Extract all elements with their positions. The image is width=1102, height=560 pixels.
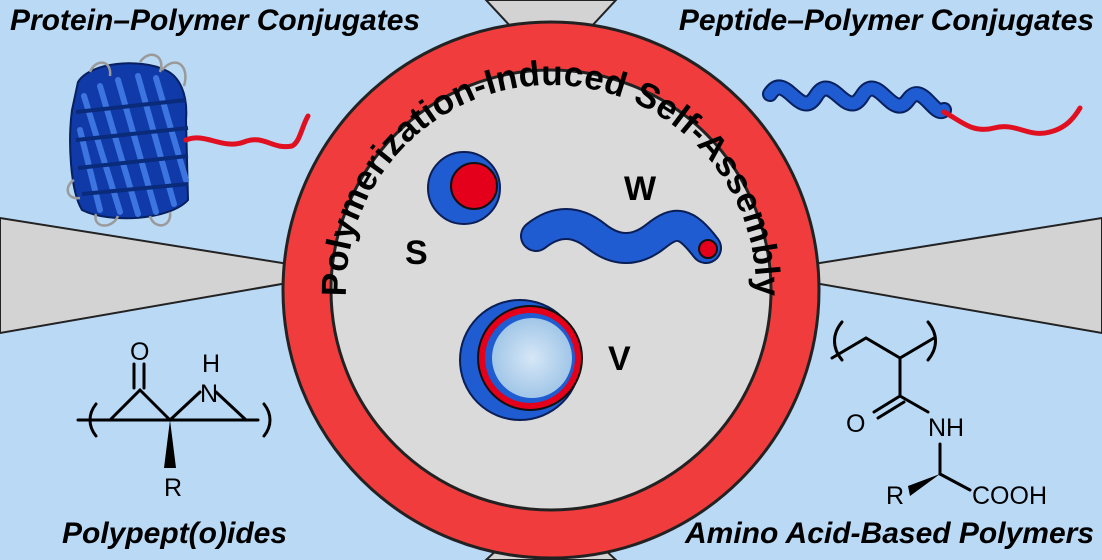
vesicle-morphology: V (459, 299, 631, 421)
protein-polymer-chain (183, 113, 311, 150)
aa-nh: NH (928, 414, 964, 442)
bond-c (168, 390, 202, 422)
aa-ca-cooh (938, 472, 972, 492)
title-protein-polymer: Protein–Polymer Conjugates (10, 4, 420, 37)
pp-r: R (164, 474, 182, 502)
peptide-polymer-chain (941, 105, 1083, 136)
title-amino-acid-polymers: Amino Acid-Based Polymers (684, 517, 1094, 550)
sphere-morphology: S (405, 151, 501, 272)
aa-r: R (886, 482, 904, 510)
aa-carbonyl-2 (876, 400, 906, 420)
aa-carbonyl-1 (872, 394, 902, 414)
wedge-bond (164, 420, 176, 468)
label-vesicles: V (608, 340, 631, 378)
worm-core-end (698, 239, 718, 259)
wedge-left (0, 216, 346, 335)
protein-beta-barrel-icon (66, 53, 311, 227)
left-bracket (88, 402, 98, 438)
worm-morphology: W (520, 170, 722, 264)
aa-backbone (830, 336, 936, 360)
pp-n: N (200, 380, 218, 408)
pp-h: H (202, 350, 220, 378)
aa-o: O (846, 410, 865, 438)
bond-d (214, 390, 248, 422)
bond-a (108, 388, 142, 422)
central-ring: Polymerization-Induced Self-Assembly (281, 20, 821, 560)
amino-acid-polymer-structure: O NH R COOH (830, 320, 1047, 510)
aa-left-bracket (833, 320, 844, 362)
polypeptide-structure: O H N R (76, 338, 272, 502)
alpha-helix-peptide-icon (762, 79, 1083, 136)
aa-right-bracket (926, 320, 937, 362)
right-bracket (262, 402, 272, 438)
title-peptide-polymer: Peptide–Polymer Conjugates (679, 4, 1094, 37)
aa-amide-bond (898, 394, 930, 414)
bond-b (138, 388, 172, 422)
sphere-core (450, 162, 498, 210)
aa-cooh: COOH (972, 482, 1047, 510)
pp-o: O (130, 338, 149, 366)
title-polypeptoides: Polypept(o)ides (62, 517, 287, 550)
wedge-right (756, 216, 1102, 335)
label-spheres: S (405, 234, 428, 272)
vesicle-lumen (492, 318, 572, 398)
label-worms: W (624, 170, 657, 208)
aa-wedge-bond (908, 474, 940, 496)
worm-corona (522, 210, 720, 262)
